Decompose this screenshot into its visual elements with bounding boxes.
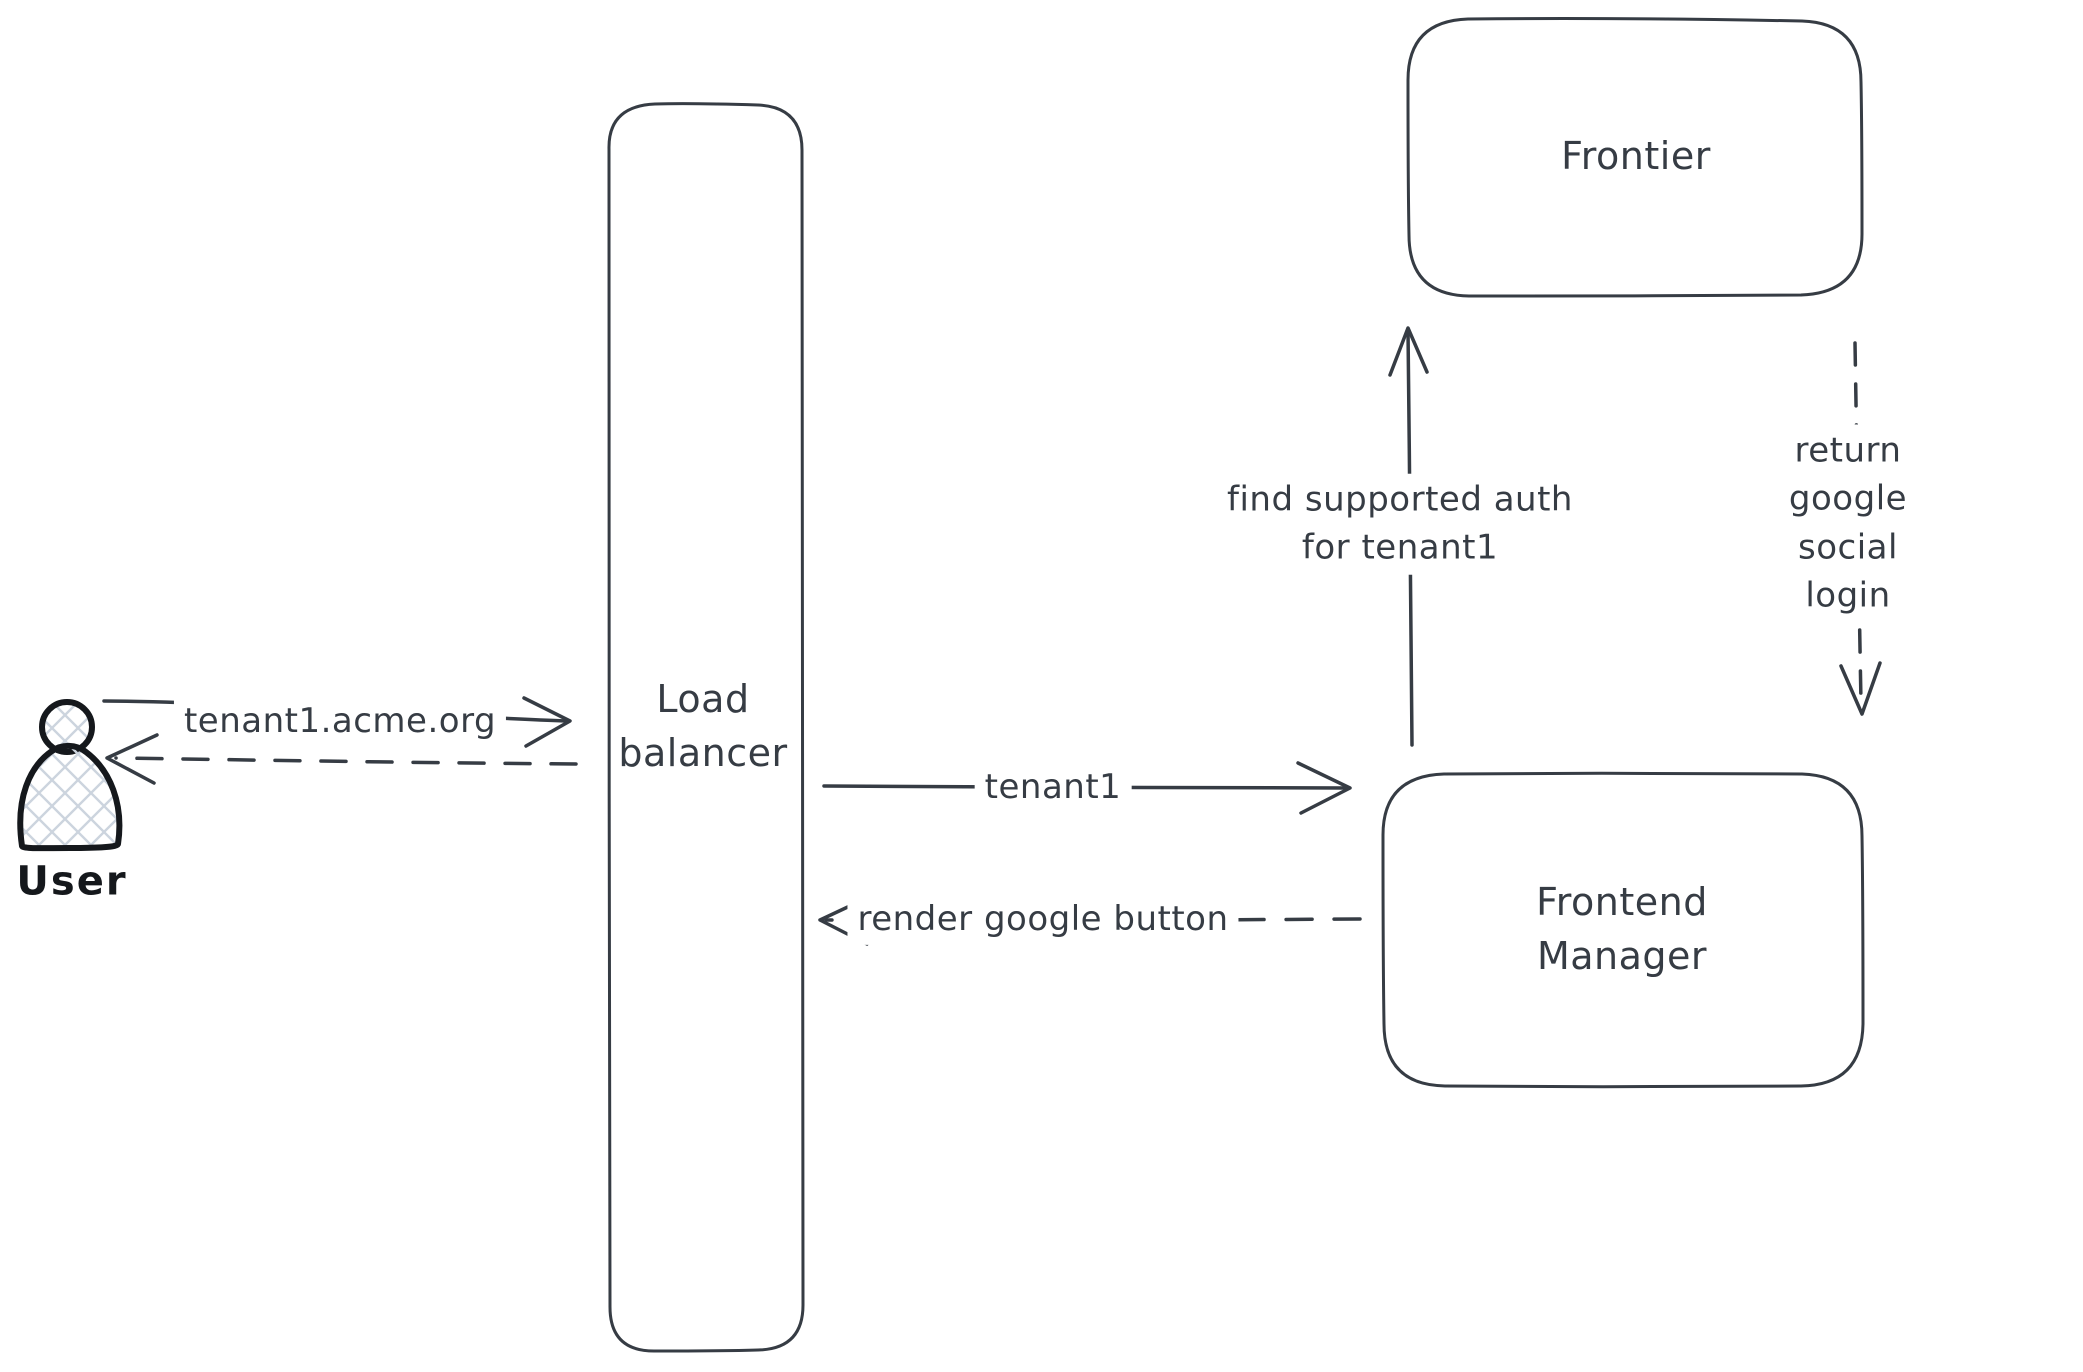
frontier-label: Frontier — [1555, 130, 1717, 184]
edge-label-forward-tenant: tenant1 — [974, 760, 1132, 814]
arrow-response-to-user — [105, 733, 578, 785]
load-balancer-label: Load balancer — [612, 673, 794, 781]
arrowhead-up-icon — [1388, 326, 1429, 377]
edge-label-find-supported-auth: find supported auth for tenant1 — [1217, 473, 1583, 575]
user-body — [17, 742, 123, 852]
user-label: User — [16, 858, 128, 905]
edge-label-render-google-button: render google button — [847, 892, 1239, 946]
edge-label-request-domain: tenant1.acme.org — [173, 694, 507, 748]
arrowhead-right-icon — [522, 696, 572, 748]
arrowhead-down-icon — [1839, 661, 1882, 716]
arrowhead-left-icon — [105, 733, 159, 785]
edge-label-return-google-social-login: return google social login — [1730, 424, 1966, 622]
arrowhead-right-icon — [1296, 761, 1352, 815]
frontend-manager-label: Frontend Manager — [1530, 876, 1714, 984]
user-icon — [17, 699, 123, 852]
